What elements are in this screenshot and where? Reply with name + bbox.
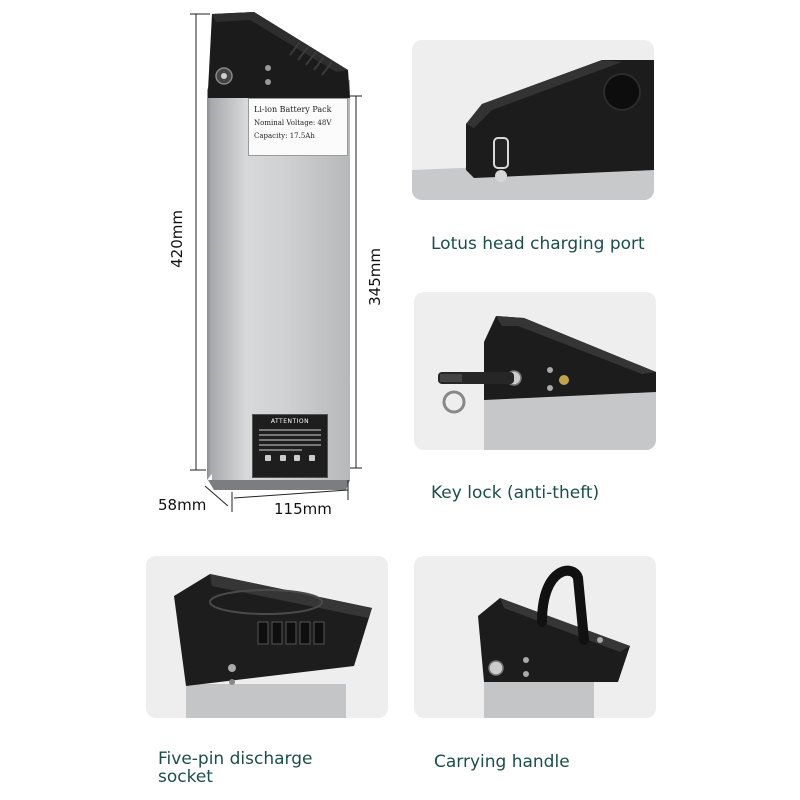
ce-mark-icon — [279, 455, 286, 461]
feature-caption-discharge-socket: Five-pin discharge socket — [158, 749, 313, 787]
dimension-width: 115mm — [274, 500, 332, 518]
attention-title: ATTENTION — [270, 418, 310, 425]
label-voltage: Nominal Voltage: 48V — [254, 119, 332, 128]
feature-caption-charging-port: Lotus head charging port — [431, 234, 645, 254]
label-title: Li-ion Battery Pack — [254, 105, 332, 114]
feature-caption-carrying-handle: Carrying handle — [434, 752, 570, 772]
disposal-icon — [308, 455, 315, 461]
carrying-handle-photo — [414, 556, 656, 718]
charging-port-photo — [412, 40, 654, 200]
dimension-height-body: 345mm — [366, 248, 384, 306]
key-lock-photo — [414, 292, 656, 450]
recycle-icon — [294, 455, 301, 461]
warning-icon — [265, 455, 272, 461]
attention-plate: ATTENTION — [252, 414, 328, 478]
discharge-socket-photo — [146, 556, 388, 718]
warning-text-lines — [259, 429, 321, 451]
battery-label: Li-ion Battery Pack Nominal Voltage: 48V… — [248, 98, 348, 156]
feature-caption-key-lock: Key lock (anti-theft) — [431, 483, 600, 503]
dimension-height-total: 420mm — [168, 210, 186, 268]
label-capacity: Capacity: 17.5Ah — [254, 132, 315, 141]
dimension-depth: 58mm — [158, 496, 207, 514]
certification-icons — [261, 455, 319, 461]
